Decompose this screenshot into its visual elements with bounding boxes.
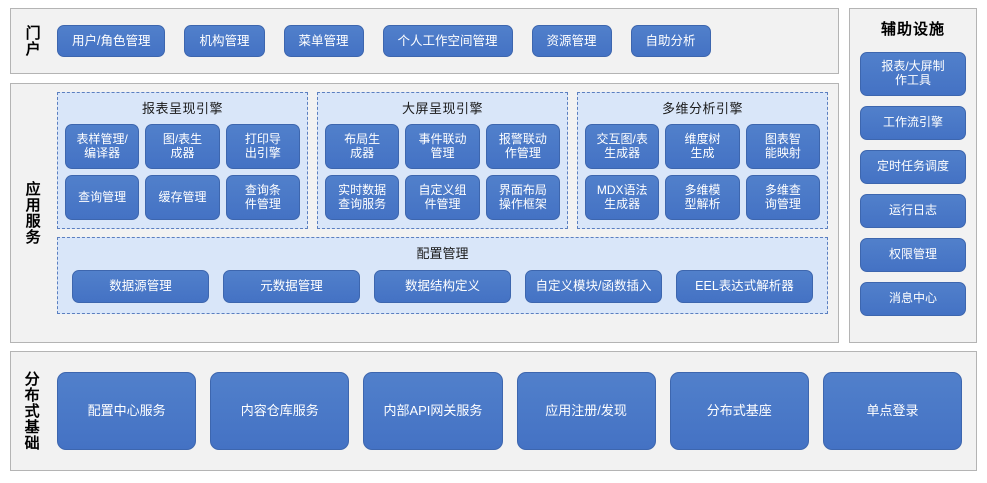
engine-olap-item-model-parser[interactable]: 多维模 型解析 <box>665 175 740 220</box>
dist-item-app-registry[interactable]: 应用注册/发现 <box>516 372 656 450</box>
dist-item-config-center[interactable]: 配置中心服务 <box>57 372 197 450</box>
aux-facilities-panel: 辅助设施 报表/大屏制 作工具 工作流引擎 定时任务调度 运行日志 权限管理 消… <box>849 8 977 343</box>
aux-item-workflow-engine[interactable]: 工作流引擎 <box>860 106 966 140</box>
engine-bigscreen-item-realtime-query[interactable]: 实时数据 查询服务 <box>325 175 400 220</box>
engine-olap-item-dimension-tree[interactable]: 维度树 生成 <box>665 124 740 169</box>
engine-bigscreen-item-event-linkage[interactable]: 事件联动 管理 <box>405 124 480 169</box>
engine-bigscreen-item-ui-layout-framework[interactable]: 界面布局 操作框架 <box>485 175 560 220</box>
config-management-block: 配置管理 数据源管理 元数据管理 数据结构定义 自定义模块/函数插入 EEL表达… <box>57 237 828 314</box>
engine-report-item-query-condition[interactable]: 查询条 件管理 <box>225 175 300 220</box>
aux-item-message-center[interactable]: 消息中心 <box>860 282 966 316</box>
portal-item-user-role[interactable]: 用户/角色管理 <box>57 25 166 57</box>
engine-bigscreen-title: 大屏呈现引擎 <box>401 101 483 116</box>
config-item-datasource[interactable]: 数据源管理 <box>72 270 209 303</box>
engine-bigscreen-grid: 布局生 成器 事件联动 管理 报警联动 作管理 实时数据 查询服务 自定义组 件… <box>325 124 560 220</box>
portal-item-resource[interactable]: 资源管理 <box>531 25 612 57</box>
dist-item-content-repository[interactable]: 内容仓库服务 <box>210 372 350 450</box>
config-item-metadata[interactable]: 元数据管理 <box>223 270 360 303</box>
portal-item-workspace[interactable]: 个人工作空间管理 <box>382 25 513 57</box>
engine-report-grid: 表样管理/ 编译器 图/表生 成器 打印导 出引擎 查询管理 缓存管理 查询条 … <box>65 124 300 220</box>
engine-bigscreen-item-custom-component[interactable]: 自定义组 件管理 <box>405 175 480 220</box>
engine-olap: 多维分析引擎 交互图/表 生成器 维度树 生成 图表智 能映射 MDX语法 生成… <box>577 92 828 229</box>
engine-report: 报表呈现引擎 表样管理/ 编译器 图/表生 成器 打印导 出引擎 查询管理 缓存… <box>57 92 308 229</box>
config-item-custom-module[interactable]: 自定义模块/函数插入 <box>525 270 662 303</box>
aux-item-report-bigscreen-tool[interactable]: 报表/大屏制 作工具 <box>860 52 966 96</box>
application-services-panel: 应用服务 报表呈现引擎 表样管理/ 编译器 图/表生 成器 打印导 出引擎 查询… <box>10 83 839 343</box>
portal-items: 用户/角色管理 机构管理 菜单管理 个人工作空间管理 资源管理 自助分析 <box>53 9 838 73</box>
config-item-data-structure[interactable]: 数据结构定义 <box>374 270 511 303</box>
config-management-items: 数据源管理 元数据管理 数据结构定义 自定义模块/函数插入 EEL表达式解析器 <box>66 270 819 303</box>
distributed-base-items: 配置中心服务 内容仓库服务 内部API网关服务 应用注册/发现 分布式基座 单点… <box>51 352 976 470</box>
portal-title: 门户 <box>23 25 41 57</box>
aux-item-runtime-log[interactable]: 运行日志 <box>860 194 966 228</box>
portal-panel: 门户 用户/角色管理 机构管理 菜单管理 个人工作空间管理 资源管理 自助分析 <box>10 8 839 74</box>
engine-olap-item-chart-mapping[interactable]: 图表智 能映射 <box>745 124 820 169</box>
distributed-base-panel: 分布式基础 配置中心服务 内容仓库服务 内部API网关服务 应用注册/发现 分布… <box>10 351 977 471</box>
engine-bigscreen: 大屏呈现引擎 布局生 成器 事件联动 管理 报警联动 作管理 实时数据 查询服务… <box>317 92 568 229</box>
engine-olap-item-mdx-generator[interactable]: MDX语法 生成器 <box>585 175 660 220</box>
engine-report-item-template-editor[interactable]: 表样管理/ 编译器 <box>65 124 140 169</box>
application-services-body: 报表呈现引擎 表样管理/ 编译器 图/表生 成器 打印导 出引擎 查询管理 缓存… <box>53 84 838 342</box>
left-stack: 门户 用户/角色管理 机构管理 菜单管理 个人工作空间管理 资源管理 自助分析 … <box>10 8 839 343</box>
engine-row: 报表呈现引擎 表样管理/ 编译器 图/表生 成器 打印导 出引擎 查询管理 缓存… <box>57 92 828 229</box>
application-services-title: 应用服务 <box>23 181 41 245</box>
portal-item-self-analysis[interactable]: 自助分析 <box>630 25 711 57</box>
engine-report-title: 报表呈现引擎 <box>141 101 223 116</box>
engine-report-item-chart-generator[interactable]: 图/表生 成器 <box>145 124 220 169</box>
portal-item-menu[interactable]: 菜单管理 <box>283 25 364 57</box>
dist-item-sso[interactable]: 单点登录 <box>822 372 963 450</box>
aux-item-permission-management[interactable]: 权限管理 <box>860 238 966 272</box>
aux-item-task-scheduler[interactable]: 定时任务调度 <box>860 150 966 184</box>
engine-report-item-cache-management[interactable]: 缓存管理 <box>145 175 220 220</box>
dist-item-distributed-foundation[interactable]: 分布式基座 <box>669 372 809 450</box>
dist-item-api-gateway[interactable]: 内部API网关服务 <box>363 372 503 450</box>
upper-section: 门户 用户/角色管理 机构管理 菜单管理 个人工作空间管理 资源管理 自助分析 … <box>10 8 977 343</box>
portal-item-org[interactable]: 机构管理 <box>184 25 265 57</box>
engine-olap-grid: 交互图/表 生成器 维度树 生成 图表智 能映射 MDX语法 生成器 多维模 型… <box>585 124 820 220</box>
engine-olap-title: 多维分析引擎 <box>661 101 743 116</box>
config-item-eel-parser[interactable]: EEL表达式解析器 <box>676 270 813 303</box>
engine-olap-item-interactive-chart[interactable]: 交互图/表 生成器 <box>585 124 660 169</box>
aux-facilities-title: 辅助设施 <box>880 21 945 38</box>
distributed-base-title: 分布式基础 <box>22 371 40 451</box>
config-management-title: 配置管理 <box>416 246 469 261</box>
engine-olap-item-query-management[interactable]: 多维查 询管理 <box>745 175 820 220</box>
engine-report-item-query-management[interactable]: 查询管理 <box>65 175 140 220</box>
engine-bigscreen-item-alarm-action[interactable]: 报警联动 作管理 <box>485 124 560 169</box>
engine-bigscreen-item-layout-generator[interactable]: 布局生 成器 <box>325 124 400 169</box>
engine-report-item-print-export[interactable]: 打印导 出引擎 <box>225 124 300 169</box>
